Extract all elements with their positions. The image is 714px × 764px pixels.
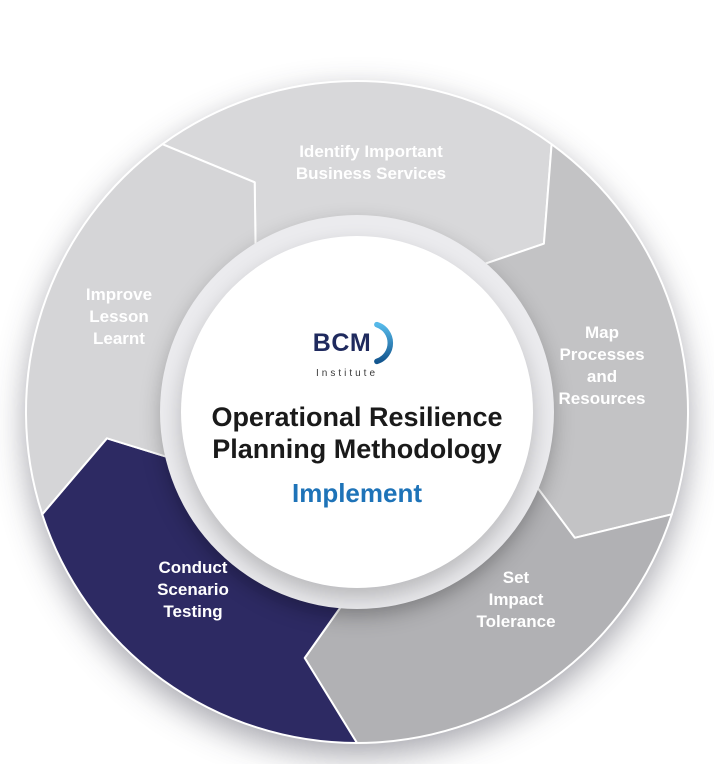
bcm-logo: BCM Institute xyxy=(313,320,401,379)
methodology-title: Operational Resilience Planning Methodol… xyxy=(211,401,502,466)
segment-label-improve: Improve Lesson Learnt xyxy=(85,284,153,349)
segment-label-conduct: Conduct Scenario Testing xyxy=(157,557,229,622)
phase-label: Implement xyxy=(291,477,423,508)
bcm-logo-subtext: Institute xyxy=(315,368,379,379)
bcm-logo-row: BCM xyxy=(313,320,401,366)
segment-label-set: Set Impact Tolerance xyxy=(476,567,556,632)
segment-label-identify: Identify Important Business Services xyxy=(295,141,447,183)
segment-label-map: Map Processes and Resources xyxy=(558,322,646,409)
bcm-logo-crescent-icon xyxy=(374,321,394,365)
methodology-title-line1: Operational Resilience xyxy=(211,402,503,432)
center-circle: BCM Institute Operational Resilience Pla… xyxy=(181,236,533,588)
bcm-logo-text: BCM xyxy=(312,328,372,357)
methodology-title-line2: Planning Methodology xyxy=(212,434,502,465)
